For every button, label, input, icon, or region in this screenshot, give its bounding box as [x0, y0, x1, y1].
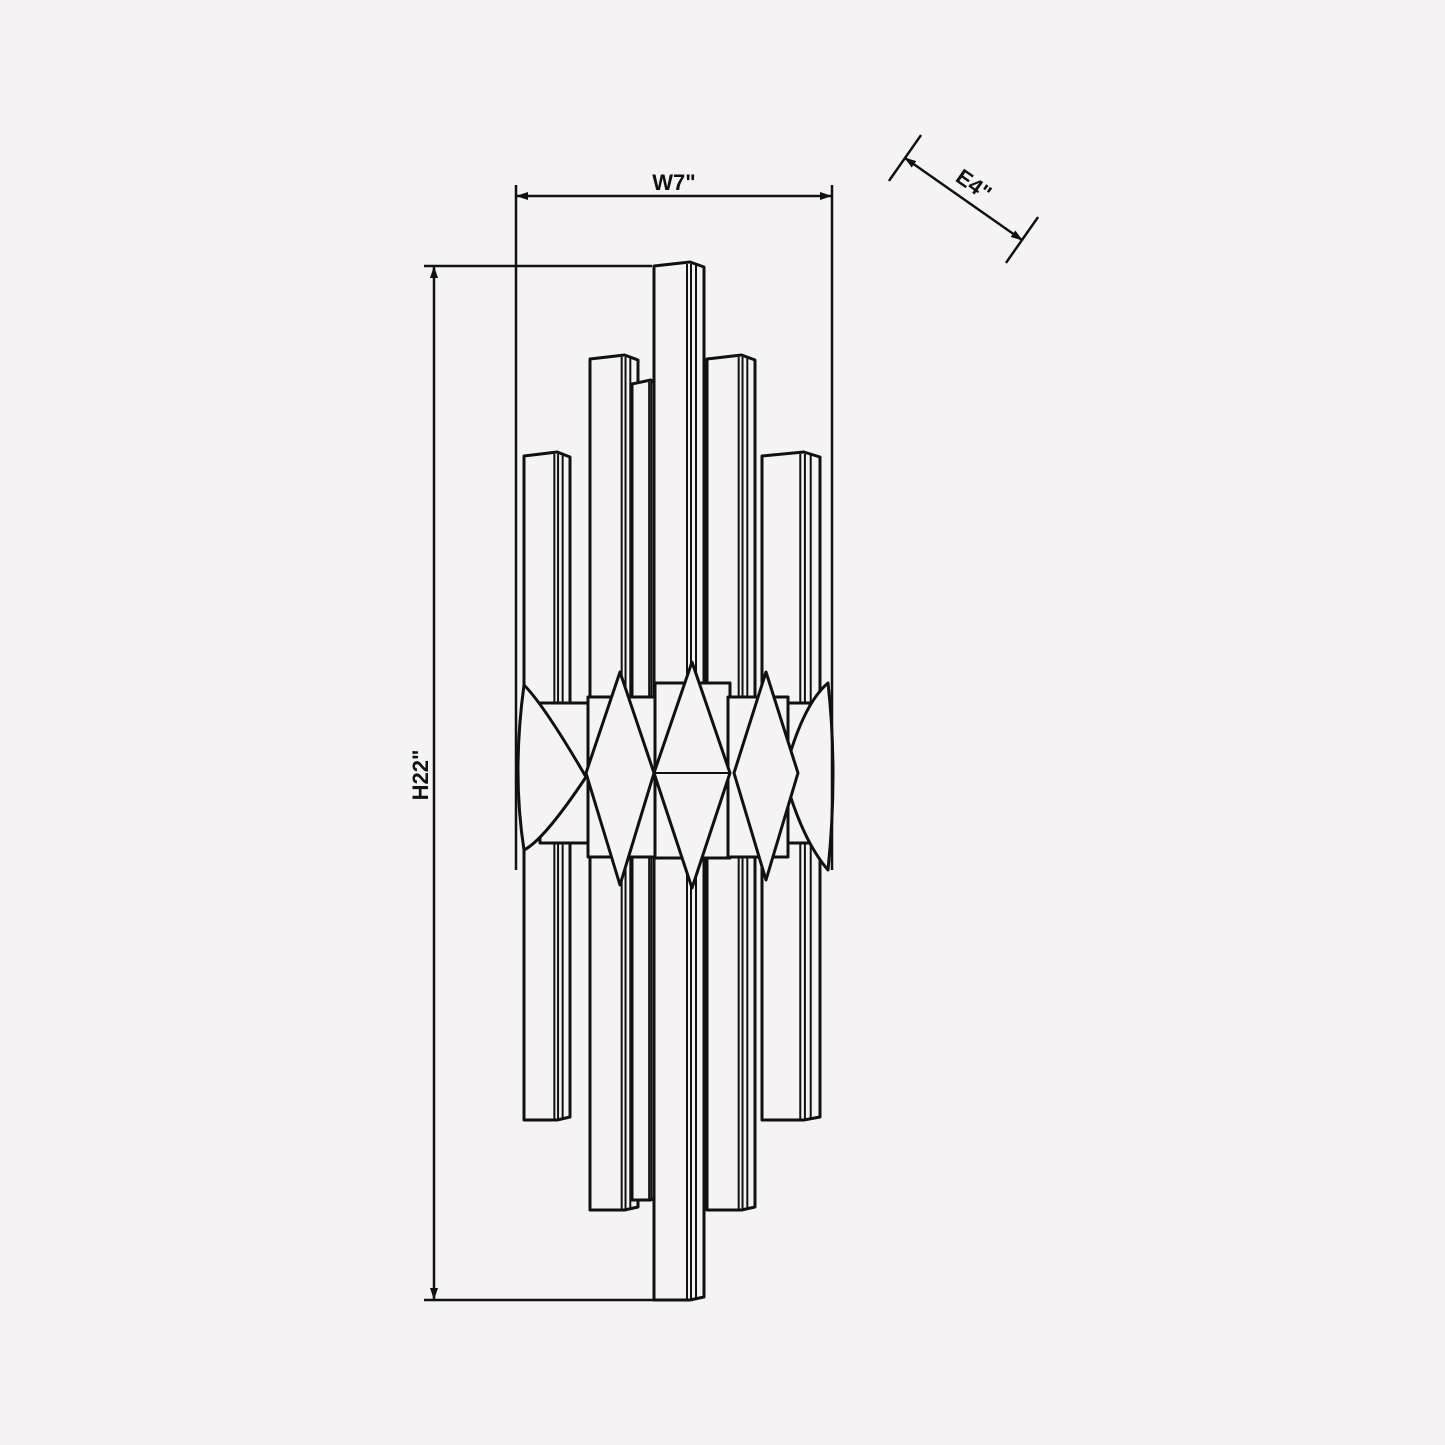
- extension-dimension-line: [904, 156, 1023, 242]
- band-diamond-center: [652, 660, 732, 890]
- band-diamond-left: [584, 670, 656, 887]
- band-left-shield: [516, 683, 588, 852]
- height-label: H22": [408, 750, 433, 801]
- extension-label: E4": [951, 164, 996, 206]
- height-dimension: H22": [408, 264, 676, 1302]
- width-label: W7": [652, 170, 695, 195]
- width-dimension: W7": [514, 170, 834, 870]
- band-diamond-right: [732, 670, 800, 882]
- decorative-band: [516, 660, 835, 890]
- extension-dimension: E4": [887, 134, 1040, 264]
